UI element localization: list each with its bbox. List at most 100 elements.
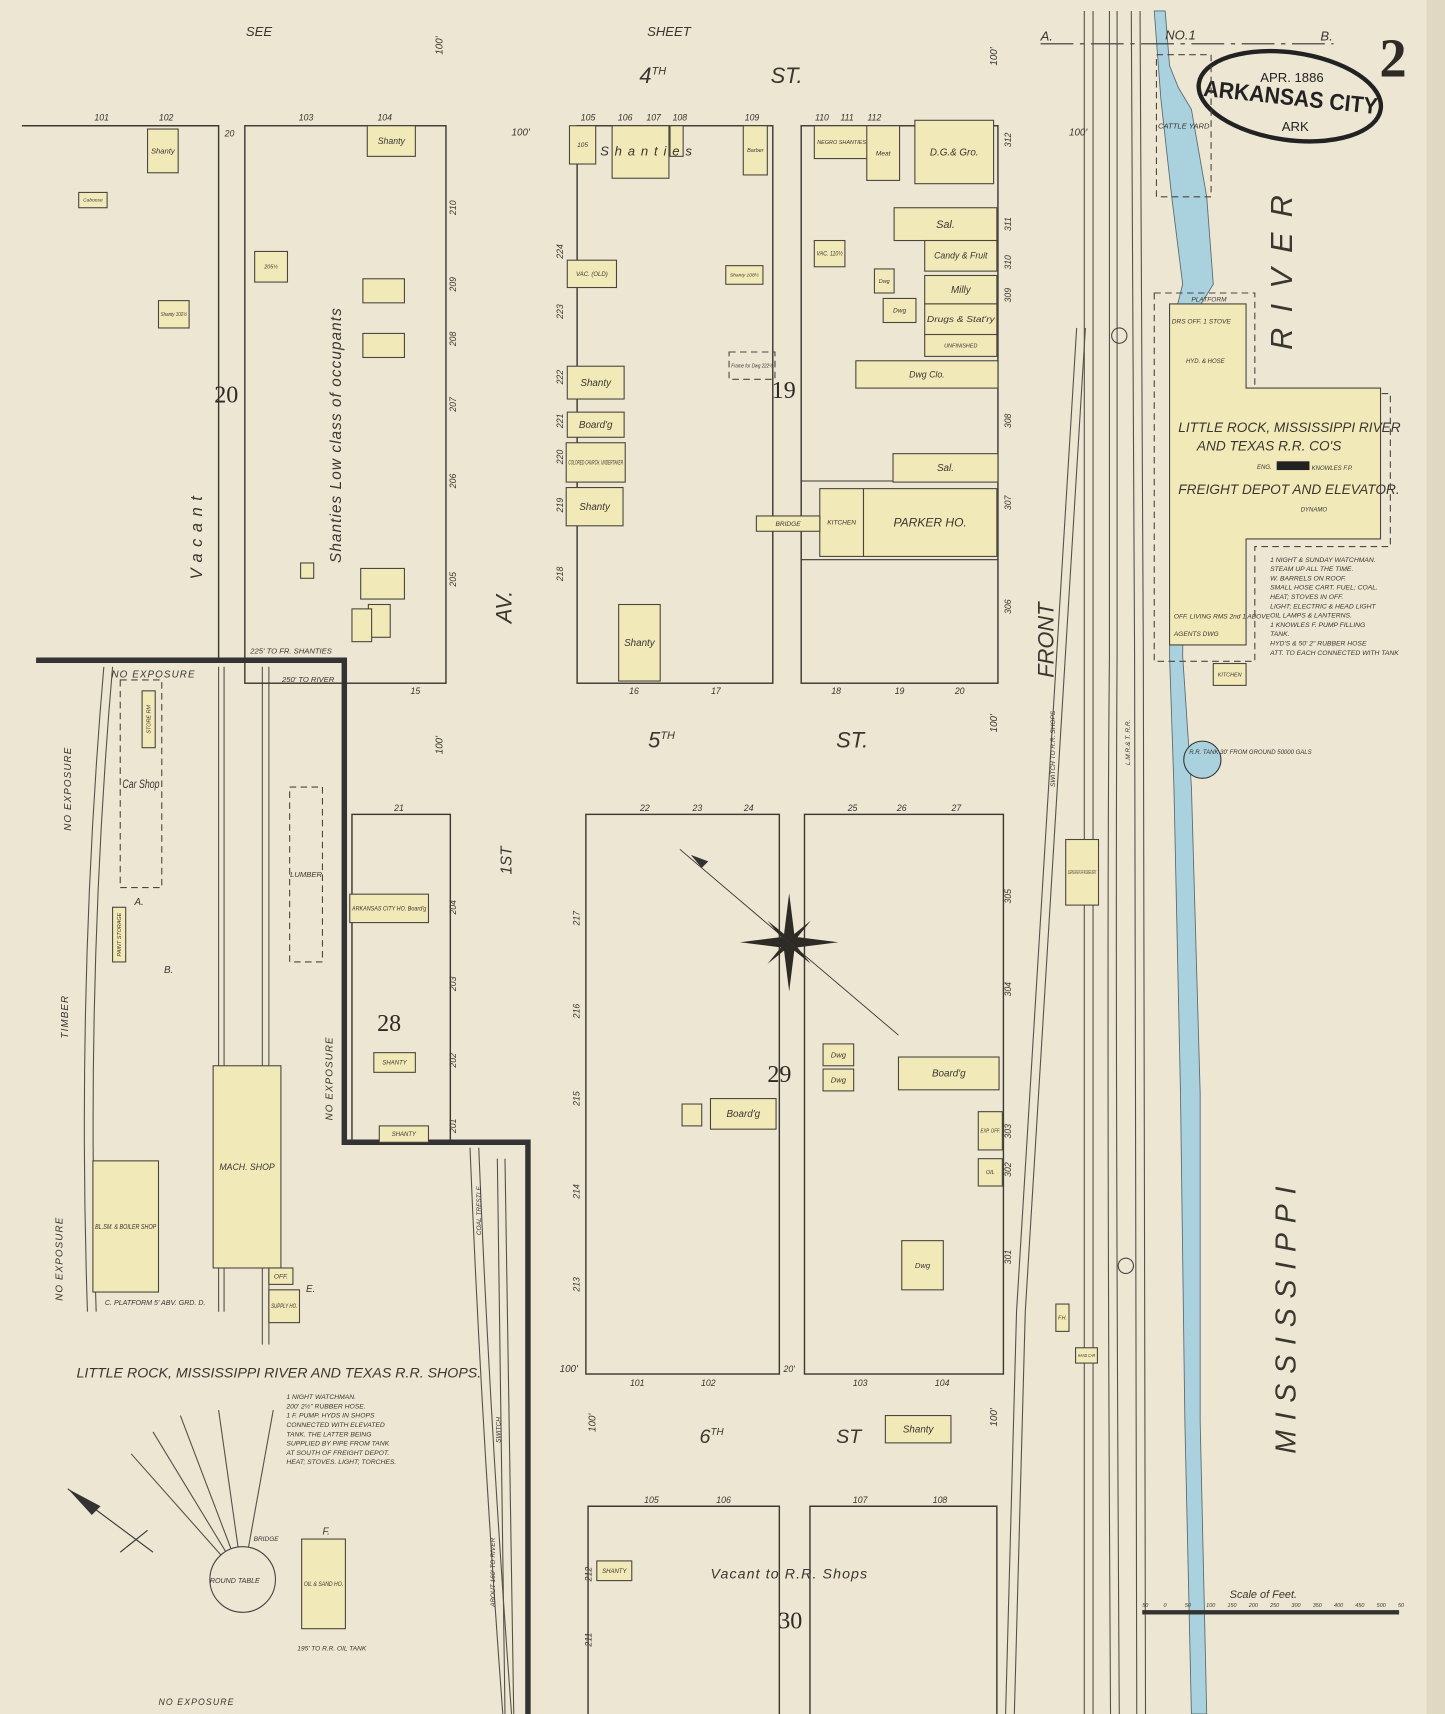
lot-number: 17 xyxy=(711,686,722,696)
north-arrow-icon xyxy=(67,1488,154,1553)
marker-f: F. xyxy=(322,1527,329,1538)
depot-note-line: ATT. TO EACH CONNECTED WITH TANK xyxy=(1269,650,1399,657)
lot-number: 102 xyxy=(159,112,174,122)
building-footprint xyxy=(914,119,995,185)
lot-number: 216 xyxy=(571,1004,581,1020)
building-footprint xyxy=(681,1103,703,1127)
match-b: B. xyxy=(1320,28,1332,43)
building-label: Car Shop xyxy=(122,777,159,791)
platform-label: C. PLATFORM 5' ABV. GRD. D. xyxy=(105,1299,206,1307)
page-edge xyxy=(1426,0,1445,1714)
scale-tick: 450 xyxy=(1355,1603,1364,1609)
building: Dwg xyxy=(822,1043,855,1067)
building: Dwg xyxy=(901,1240,944,1291)
building-footprint xyxy=(300,562,315,579)
lot-number: 27 xyxy=(951,803,963,813)
lot-number: 103 xyxy=(299,112,314,122)
depot-knowles: KNOWLES F.P. xyxy=(1312,466,1353,472)
street-5th: 5TH xyxy=(648,728,675,753)
dimension-label: 100' xyxy=(435,735,446,754)
shop-note-line: TANK. THE LATTER BEING xyxy=(286,1431,371,1438)
building-label: Shanty xyxy=(580,378,612,389)
building-label: Board'g xyxy=(726,1109,760,1120)
shop-note-line: 200' 2½" RUBBER HOSE. xyxy=(285,1402,365,1410)
depot-note-line: OIL LAMPS & LANTERNS. xyxy=(1270,613,1352,620)
lot-number: 214 xyxy=(571,1184,581,1200)
lot-number: 106 xyxy=(618,112,633,122)
vacant-note: Vacant xyxy=(188,490,206,580)
building-label: Dwg xyxy=(915,1261,931,1270)
building-label: D.G.& Gro. xyxy=(930,147,979,158)
lot-number: 218 xyxy=(555,566,565,582)
building: Board'g xyxy=(566,411,625,438)
building: Shanty xyxy=(147,128,179,174)
building-label: BL.SM. & BOILER SHOP xyxy=(95,1222,157,1231)
scale-tick: 50 xyxy=(1185,1603,1191,1609)
switch-label: SWITCH xyxy=(496,1417,503,1443)
lot-number: 107 xyxy=(646,112,662,122)
scale-tick: 300 xyxy=(1291,1603,1300,1609)
building xyxy=(351,608,373,643)
building-footprint xyxy=(618,603,661,682)
lot-number: 308 xyxy=(1003,413,1013,428)
building-label: Shanty xyxy=(579,502,611,513)
building: CATTLE YARD xyxy=(1155,54,1212,198)
building-label: ARKANSAS CITY HO. Board'g xyxy=(351,906,426,913)
building: 205½ xyxy=(254,250,289,283)
block-29-east xyxy=(803,813,1005,1375)
building: Dwg xyxy=(873,268,895,294)
lot-number: 219 xyxy=(555,498,565,514)
depot-eng: ENG. xyxy=(1257,465,1272,471)
stamp-state: ARK xyxy=(1282,119,1309,134)
building-label: Dwg xyxy=(893,308,906,315)
building-label: CATTLE YARD xyxy=(1158,121,1210,130)
sheet-number: 2 xyxy=(1379,28,1406,89)
building-label: KITCHEN xyxy=(827,520,856,527)
building: Meat xyxy=(866,125,901,181)
building-footprint xyxy=(892,453,999,483)
lot-number: 222 xyxy=(555,370,565,386)
building-label: BRIDGE xyxy=(776,521,802,528)
building-label: Drugs & Stat'ry xyxy=(927,315,996,324)
oil-tank-label: 195' TO R.R. OIL TANK xyxy=(297,1646,367,1653)
depot-note-line: W. BARRELS ON ROOF. xyxy=(1270,575,1346,582)
building: VAC. (OLD) xyxy=(566,259,618,289)
building-label: Board'g xyxy=(932,1069,966,1080)
block-number-19: 19 xyxy=(772,378,796,404)
lot-number: 311 xyxy=(1003,217,1013,231)
building: Sal. xyxy=(892,453,999,483)
building-label: 105 xyxy=(577,142,588,149)
building: STORE RM xyxy=(141,690,156,749)
street-avenue: AV. xyxy=(492,591,517,625)
shanties-row-note: S h a n t i e s xyxy=(600,143,693,158)
building-label: Shanty xyxy=(624,638,656,649)
building-footprint xyxy=(882,297,917,324)
lot-number: 20' xyxy=(782,1364,795,1374)
building-footprint xyxy=(873,268,895,294)
depot-platform: PLATFORM xyxy=(1191,297,1227,304)
building: Caboose xyxy=(78,191,108,209)
street-6th-st: ST xyxy=(836,1426,863,1448)
building-label: MACH. SHOP xyxy=(219,1162,274,1172)
railroad-property-boundary xyxy=(36,657,531,1714)
dimension-label: 100' xyxy=(989,46,1000,65)
dimension-label: 100' xyxy=(989,1407,1000,1426)
shop-note-line: SUPPLIED BY PIPE FROM TANK xyxy=(286,1441,389,1448)
scale-tick: 400 xyxy=(1334,1603,1343,1609)
shop-note-line: CONNECTED WITH ELEVATED xyxy=(286,1422,384,1429)
building-label: NEGRO SHANTIES xyxy=(817,140,866,146)
vacant-to-shops-note: Vacant to R.R. Shops xyxy=(710,1566,868,1582)
building: D.G.& Gro. xyxy=(914,119,995,185)
lot-number: 210 xyxy=(448,200,458,216)
building-footprint xyxy=(742,125,768,176)
lot-number: 215 xyxy=(571,1091,581,1107)
building-footprint xyxy=(725,265,764,285)
sheet-label: SHEET xyxy=(647,24,692,39)
railroad-tracks xyxy=(83,10,1147,1714)
street-6th: 6TH xyxy=(700,1426,725,1448)
street-labels: 4TH ST. 5TH ST. 6TH ST FRONT AV. 1ST RIV… xyxy=(492,63,1303,1454)
lot-number: 21 xyxy=(393,803,404,813)
